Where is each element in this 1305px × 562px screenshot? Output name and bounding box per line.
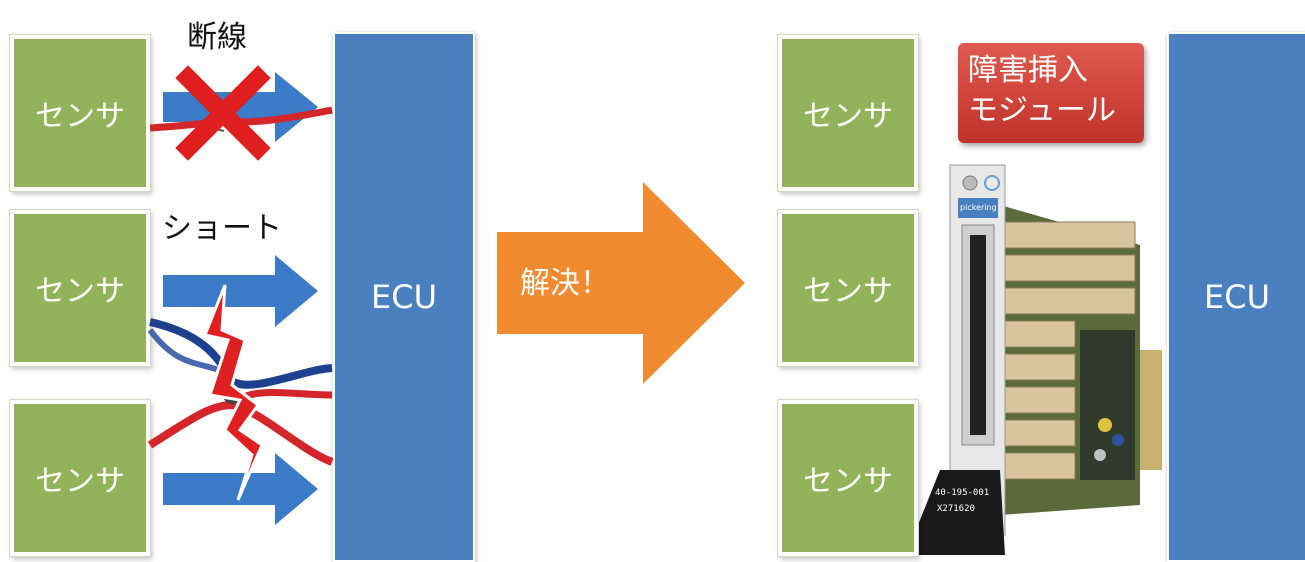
card-serial: X271620 — [937, 504, 975, 514]
left-sensor-2: センサ — [10, 210, 150, 366]
right-ecu: ECU — [1167, 32, 1305, 562]
left-sensor-1: センサ — [10, 35, 150, 191]
ecu-label: ECU — [1204, 278, 1270, 316]
fault-module-badge: 障害挿入 モジュール — [958, 43, 1144, 143]
left-sensor-3: センサ — [10, 400, 150, 556]
sensor-label: センサ — [35, 99, 125, 134]
fault-insertion-card — [910, 164, 1162, 555]
sensor-label: センサ — [35, 464, 125, 499]
sensor-label: センサ — [803, 464, 893, 499]
badge-line-2: モジュール — [968, 93, 1116, 128]
spark-icon — [202, 284, 264, 501]
cross-icon — [175, 65, 271, 161]
solve-label: 解決！ — [520, 266, 610, 301]
sensor-label: センサ — [803, 99, 893, 134]
right-sensor-2: センサ — [778, 210, 918, 366]
card-model: 40-195-001 — [935, 488, 990, 498]
arrow-icon-2 — [163, 255, 318, 327]
badge-line-1: 障害挿入 — [968, 53, 1088, 88]
right-sensor-1: センサ — [778, 35, 918, 191]
sensor-label: センサ — [35, 274, 125, 309]
solve-arrow — [497, 182, 745, 384]
ecu-label: ECU — [371, 278, 437, 316]
right-sensor-3: センサ — [778, 400, 918, 556]
card-brand: pickering — [960, 203, 997, 212]
disconnect-label: 断線 — [187, 20, 247, 55]
sensor-label: センサ — [803, 274, 893, 309]
short-label: ショート — [162, 211, 282, 246]
left-ecu: ECU — [333, 32, 475, 562]
